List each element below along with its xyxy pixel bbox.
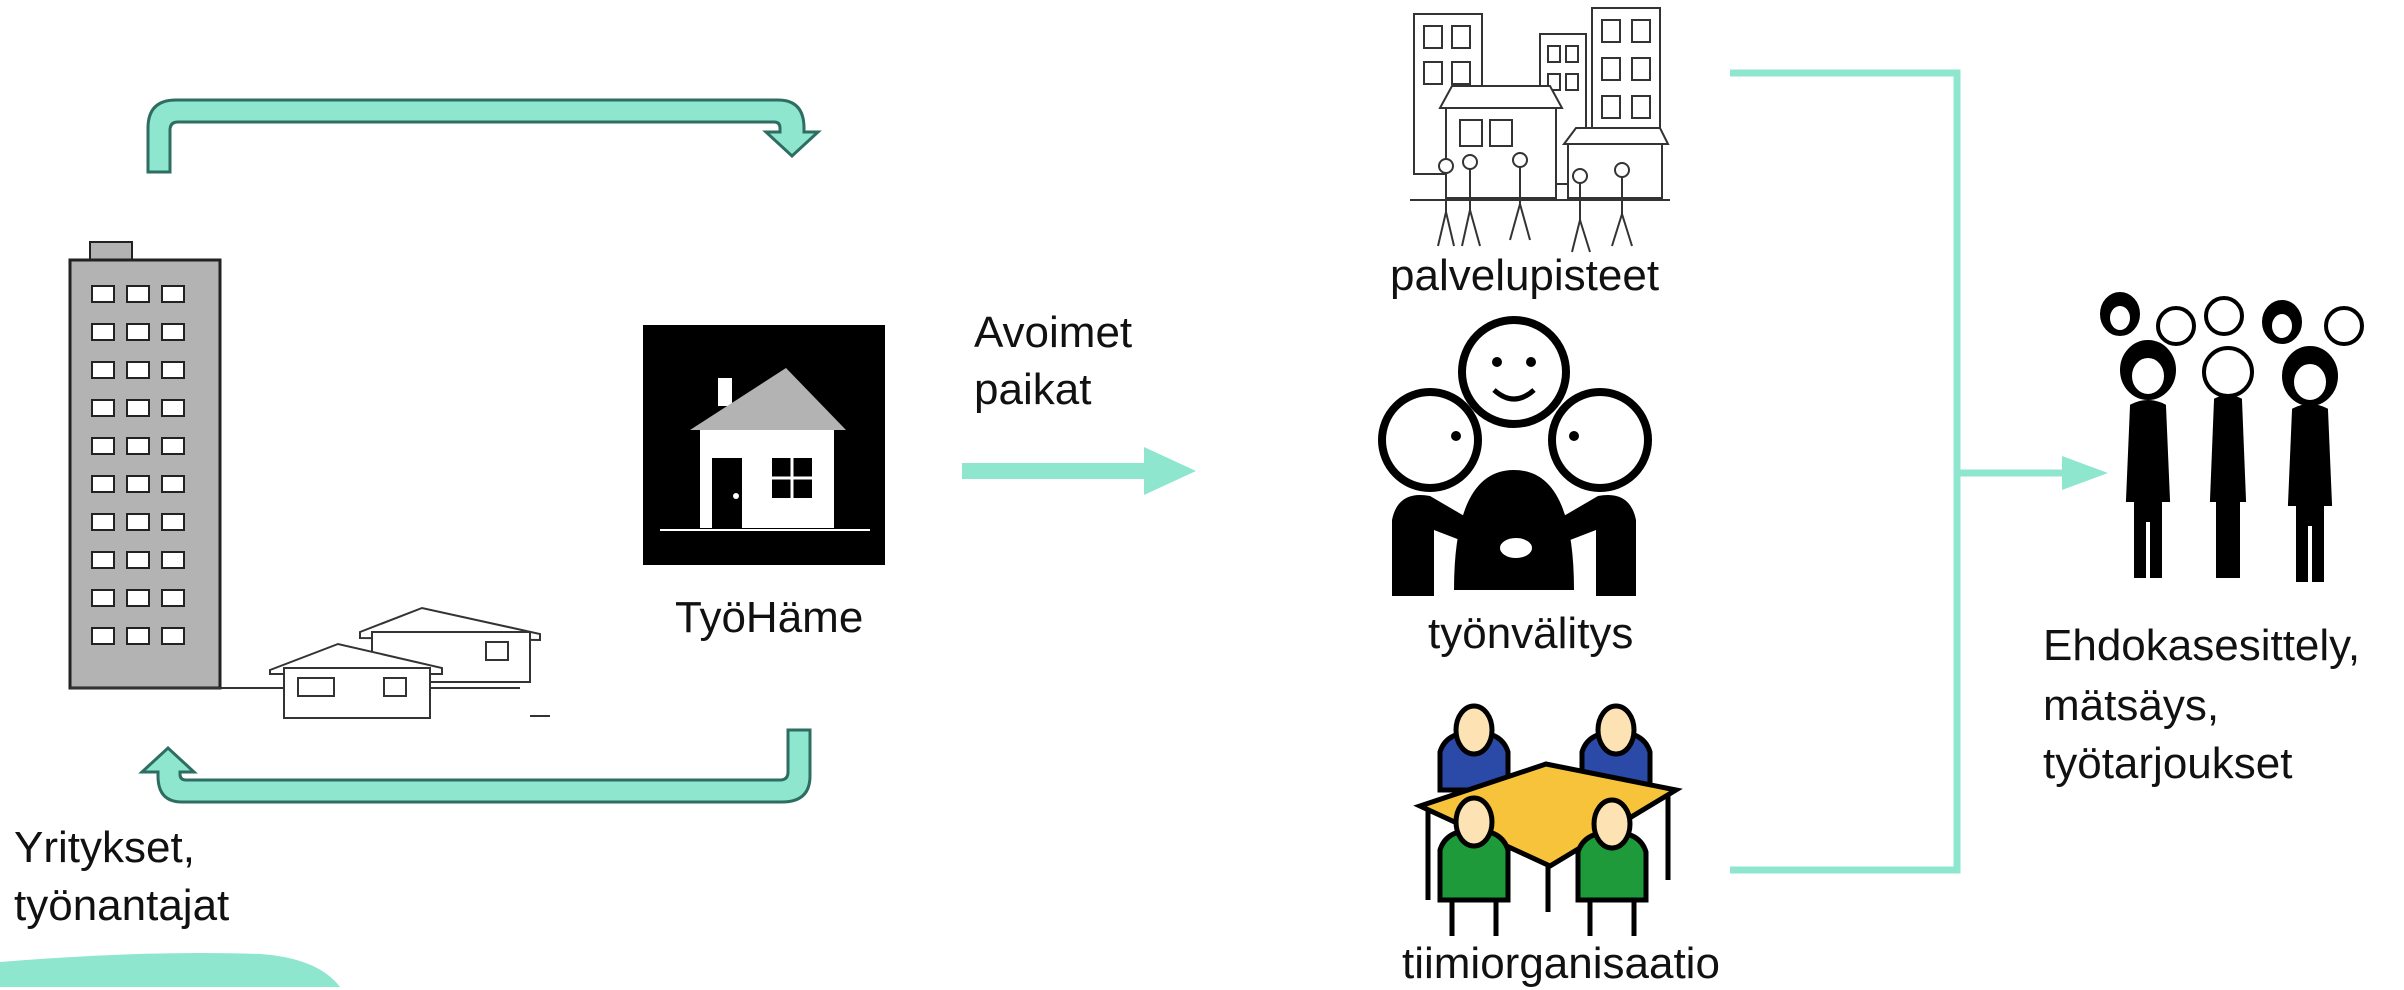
channel-bracket — [1730, 69, 2064, 874]
team-meeting-icon — [1413, 703, 1683, 936]
top-return-arrow — [146, 98, 822, 174]
outcome-label-line2: mätsäys, — [2043, 681, 2220, 730]
open-positions-arrow — [962, 447, 1196, 495]
apartment-building-icon — [68, 241, 520, 690]
handshake-people-icon — [1378, 316, 1652, 596]
channel-label-tiimiorganisaatio: tiimiorganisaatio — [1402, 939, 1720, 988]
small-houses-icon — [269, 606, 550, 719]
city-street-icon — [1410, 7, 1670, 253]
flow-label-line1: Avoimet — [974, 308, 1133, 357]
corner-decoration — [0, 953, 340, 987]
tyohame-logo-icon — [643, 325, 885, 565]
outcome-label-line1: Ehdokasesittely, — [2043, 621, 2361, 670]
channel-label-palvelupisteet: palvelupisteet — [1390, 251, 1660, 300]
hub-label: TyöHäme — [675, 593, 864, 642]
outcome-label-line3: työtarjoukset — [2043, 739, 2293, 788]
employers-label-line2: työnantajat — [14, 881, 230, 930]
bottom-return-arrow — [138, 728, 812, 804]
channel-label-tyonvalitys: työnvälitys — [1428, 609, 1634, 658]
employers-label-line1: Yritykset, — [14, 823, 195, 872]
candidates-people-icon — [2100, 292, 2364, 582]
flow-label-line2: paikat — [974, 365, 1092, 414]
outcome-arrowhead — [2062, 456, 2108, 490]
